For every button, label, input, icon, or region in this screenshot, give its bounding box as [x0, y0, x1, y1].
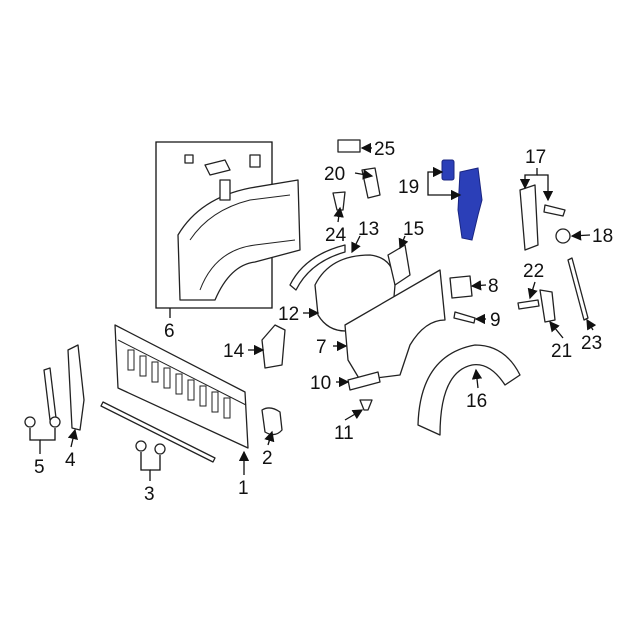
part-9-bolt[interactable] [453, 311, 476, 324]
part-17-pillar[interactable] [519, 184, 539, 251]
part-6-inner-panel[interactable] [155, 141, 301, 309]
callout-9: 9 [490, 310, 501, 331]
callout-23: 23 [581, 333, 602, 354]
part-10-bracket[interactable] [347, 371, 381, 391]
part-5-fasteners[interactable] [24, 416, 61, 428]
part-2-handle-bezel[interactable] [261, 407, 283, 436]
callout-11: 11 [334, 423, 354, 444]
part-3-tailgate-seal[interactable] [100, 401, 216, 463]
callout-1: 1 [238, 478, 249, 499]
callout-4: 4 [65, 450, 76, 471]
part-11-bolt[interactable] [359, 399, 373, 411]
part-7-side-panel[interactable] [344, 269, 446, 381]
callout-5: 5 [34, 457, 45, 478]
callout-10: 10 [310, 373, 331, 394]
part-19-clip[interactable] [441, 159, 455, 181]
callout-12: 12 [278, 304, 299, 325]
part-18-nut[interactable] [555, 228, 571, 244]
callout-19: 19 [398, 177, 419, 198]
callout-14: 14 [223, 341, 245, 362]
part-24-bolt[interactable] [332, 191, 346, 211]
part-13-liner[interactable] [289, 244, 346, 291]
callout-8: 8 [488, 276, 499, 297]
part-25-clip[interactable] [337, 139, 361, 153]
callout-16: 16 [466, 391, 487, 412]
callout-3: 3 [144, 484, 155, 505]
callout-labels: 25 20 19 17 24 13 15 18 22 8 12 9 6 14 7… [34, 139, 613, 505]
callout-25: 25 [374, 139, 395, 160]
callout-6: 6 [164, 321, 175, 342]
part-22-bolt[interactable] [517, 299, 540, 310]
part-6-group-box [155, 141, 273, 309]
callout-21: 21 [551, 341, 572, 362]
part-4-bracket[interactable] [67, 344, 85, 431]
callout-17: 17 [525, 147, 546, 168]
callout-24: 24 [325, 225, 347, 246]
part-16-wheel-liner[interactable] [417, 344, 521, 436]
part-8-plate[interactable] [449, 275, 473, 299]
callout-7: 7 [316, 337, 327, 358]
callout-2: 2 [262, 448, 273, 469]
leader-lines [29, 142, 597, 481]
callout-18: 18 [592, 226, 613, 247]
callout-13: 13 [358, 219, 379, 240]
part-1-tailgate[interactable] [114, 324, 249, 449]
part-5-strap[interactable] [43, 367, 57, 421]
part-3-fasteners[interactable] [135, 440, 166, 455]
callout-22: 22 [523, 261, 544, 282]
part-21-latch[interactable] [539, 289, 556, 323]
part-14-corner-cap[interactable] [261, 324, 286, 369]
part-19-highlighted-bracket[interactable] [457, 167, 483, 241]
part-17-bolt[interactable] [543, 204, 566, 217]
part-20-hinge[interactable] [361, 167, 381, 199]
callout-15: 15 [403, 219, 424, 240]
part-23-strut[interactable] [567, 257, 589, 321]
callout-20: 20 [324, 164, 345, 185]
